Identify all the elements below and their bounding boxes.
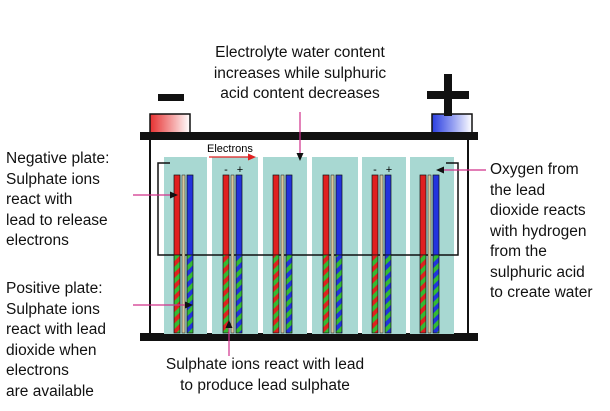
positive-plate-line: electrons [6,362,69,379]
positive-terminal [427,74,473,135]
negative-plate-sulphated [419,254,427,334]
internal-wire [157,162,459,256]
plate-pair-6 [419,174,440,334]
negative-plate-sulphated [272,254,280,334]
negative-plate-line: lead to release [6,211,108,229]
separator [181,174,186,334]
battery-lid [140,132,478,140]
cell-2 [212,157,258,334]
cell-negative-sign: - [373,164,377,176]
positive-symbol [427,74,469,116]
oxygen-annotation: Oxygen from the lead dioxide reacts with… [490,160,593,304]
positive-plate-annotation: Positive plate: Sulphate ions react with… [6,279,106,402]
plate-pair-3 [272,174,293,334]
positive-plate-sulphated [335,254,343,334]
positive-plate-line: dioxide when [6,341,97,359]
positive-plate-sulphated [235,254,243,334]
electron-arrow [209,153,256,161]
negative-symbol [158,94,184,101]
negative-terminal [149,94,191,135]
plate-pair-2 [222,174,243,334]
oxygen-line: with hydrogen [490,222,587,240]
oxygen-line: from the [490,243,547,260]
oxygen-line: the lead [490,181,546,199]
positive-plate-sulphated [285,254,293,334]
positive-plate-sulphated [384,254,392,334]
negative-plate-sulphated [322,254,330,334]
electrolyte-line: acid content decreases [220,85,380,102]
positive-plate [285,174,293,256]
positive-plate-line: Sulphate ions [6,300,100,318]
positive-plate-line: are available [6,382,94,400]
negative-plate [371,174,379,256]
electrolyte-cells [164,157,454,334]
positive-plate-line: Positive plate: [6,280,103,297]
cell-4 [312,157,358,334]
separator [280,174,285,334]
cell-3 [263,157,307,334]
cell-positive-sign: + [237,164,243,176]
negative-plate [322,174,330,256]
oxygen-line: sulphuric acid [490,263,585,281]
separator [330,174,335,334]
pointer-arrowheads [170,153,444,328]
sulphation-annotation: Sulphate ions react with lead to produce… [145,355,385,396]
positive-plate [186,174,194,256]
cell-positive-sign: + [386,164,392,176]
positive-plate [432,174,440,256]
pointer-lines [133,112,486,356]
positive-plate [335,174,343,256]
oxygen-line: Oxygen from [490,161,579,178]
negative-plate [272,174,280,256]
battery-base [140,333,478,341]
oxygen-line: to create water [490,284,593,301]
plate-pair-4 [322,174,343,334]
negative-plate [222,174,230,256]
positive-plate-line: react with lead [6,321,106,338]
separator [379,174,384,334]
negative-plate-line: electrons [6,232,69,249]
negative-plate [173,174,181,256]
electrolyte-line: increases while sulphuric [213,64,387,82]
negative-plate-annotation: Negative plate: Sulphate ions react with… [6,149,109,252]
plate-pair-1 [173,174,194,334]
negative-plate-line: Sulphate ions [6,170,100,188]
cell-5 [362,157,406,334]
negative-plate-line: react with [6,191,73,208]
sulphation-line: Sulphate ions react with lead [165,356,365,373]
plates [173,174,440,334]
electrons-label: Electrons [207,143,253,155]
negative-plate-sulphated [371,254,379,334]
electrolyte-line: Electrolyte water content [215,44,385,61]
negative-plate [419,174,427,256]
separator [230,174,235,334]
electrolyte-annotation: Electrolyte water content increases whil… [190,43,410,105]
oxygen-line: dioxide reacts [490,202,586,219]
negative-plate-line: Negative plate: [6,150,110,167]
positive-plate [235,174,243,256]
sulphation-line: to produce lead sulphate [180,376,350,394]
positive-plate-sulphated [186,254,194,334]
negative-plate-sulphated [173,254,181,334]
cell-6 [410,157,454,334]
negative-plate-sulphated [222,254,230,334]
cell-negative-sign: - [224,164,228,176]
plate-pair-5 [371,174,392,334]
positive-plate [384,174,392,256]
positive-plate-sulphated [432,254,440,334]
separator [427,174,432,334]
